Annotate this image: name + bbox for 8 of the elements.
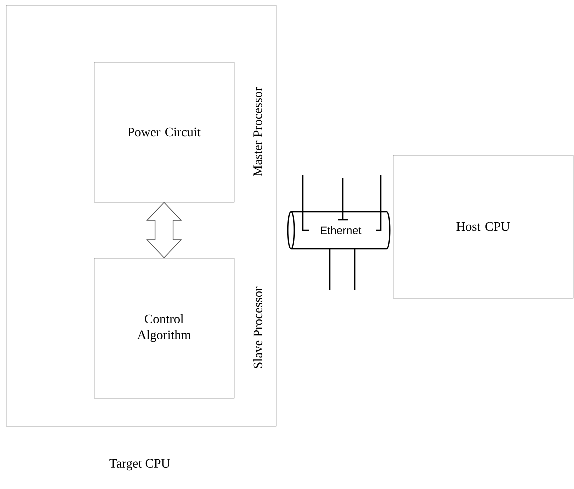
double-arrow: [146, 202, 182, 258]
cable-cylinder: Ethernet: [287, 211, 391, 250]
processor-box: Control Algorithm: [94, 258, 235, 399]
side-label: Slave Processor: [253, 286, 263, 368]
node-label: Target CPU: [110, 459, 170, 471]
cpu-box: Host CPU: [393, 154, 574, 299]
processor-box: Power Circuit: [94, 62, 235, 203]
side-label: Master Processor: [254, 87, 262, 176]
